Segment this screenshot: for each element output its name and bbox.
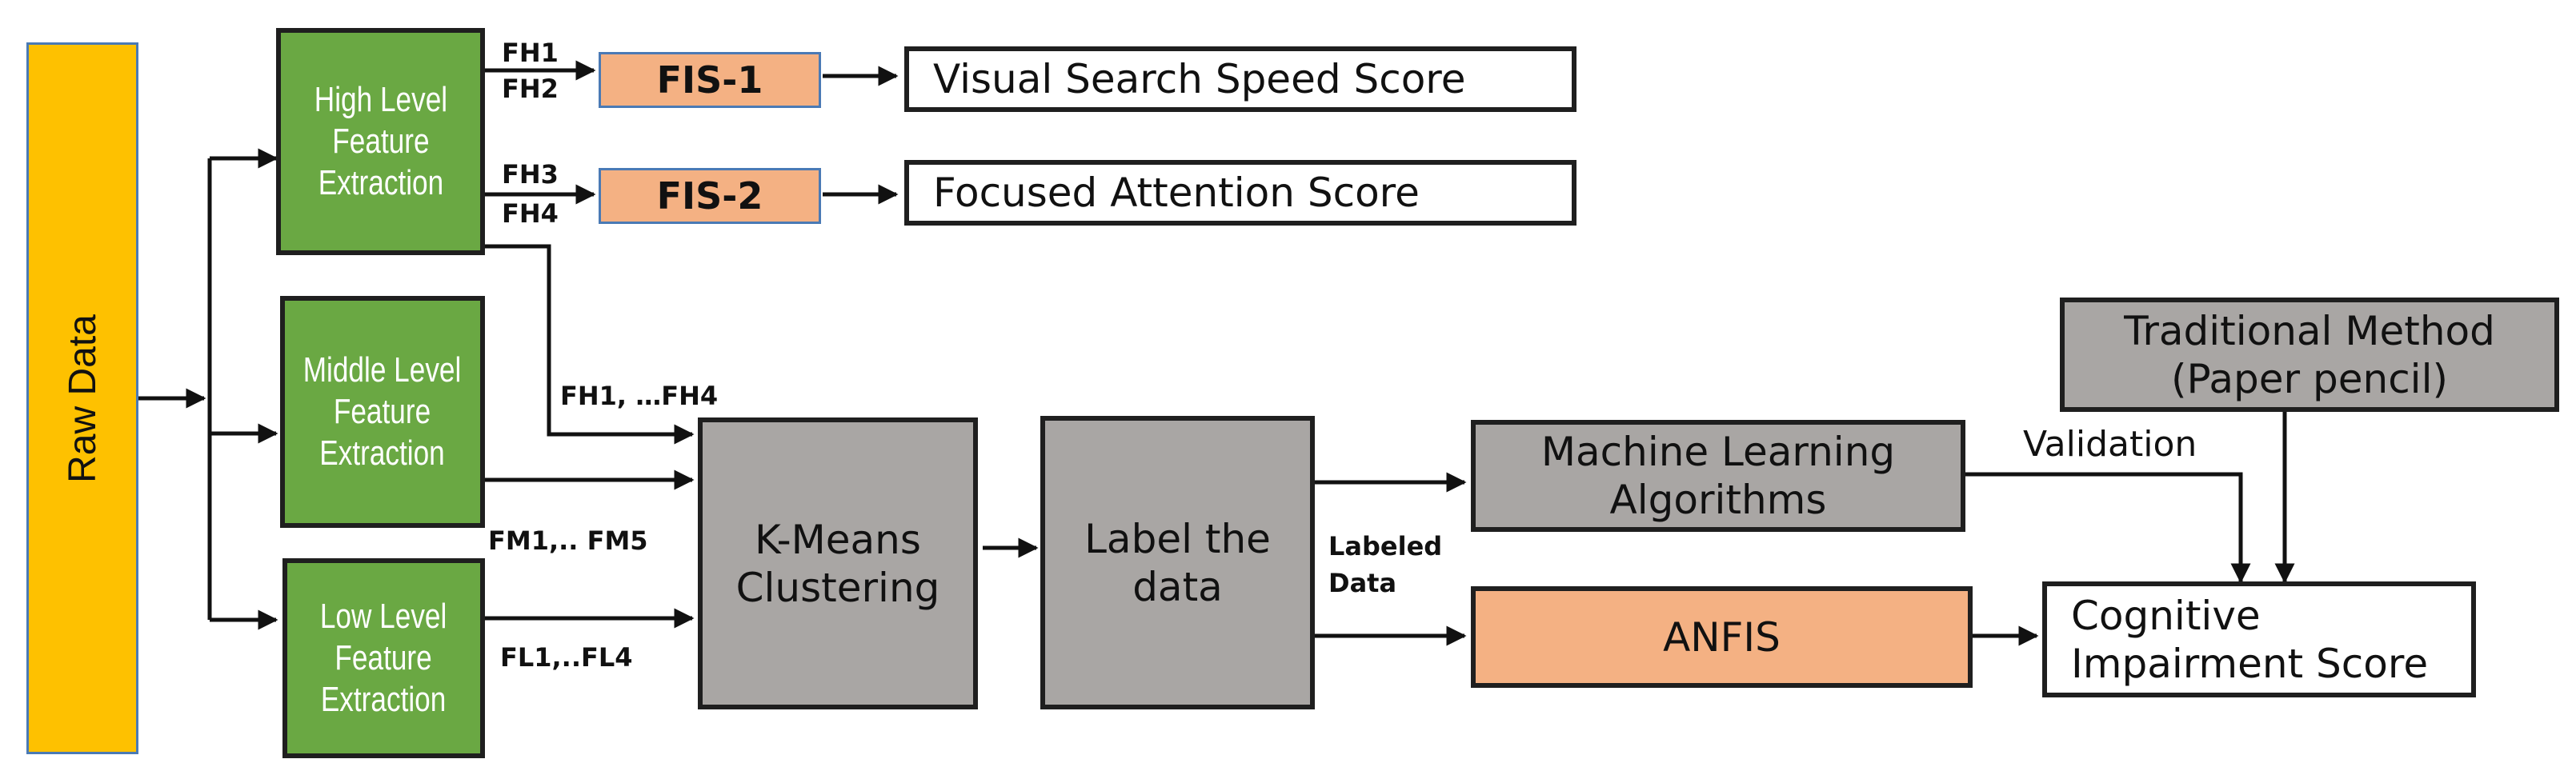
edge-label-validation: Validation bbox=[2023, 424, 2197, 465]
middle-level-feature-label: Middle Level Feature Extraction bbox=[303, 350, 462, 473]
label-the-data-label: Label the data bbox=[1084, 515, 1271, 610]
anfis-label: ANFIS bbox=[1663, 613, 1781, 661]
fis2-node: FIS-2 bbox=[599, 168, 821, 224]
label-the-data-node: Label the data bbox=[1040, 416, 1315, 709]
focused-attention-label: Focused Attention Score bbox=[933, 170, 1420, 216]
edge-label-fm-range: FM1,.. FM5 bbox=[488, 525, 648, 556]
edge-label-fh-range: FH1, …FH4 bbox=[560, 381, 719, 411]
edge-label-fl-range: FL1,..FL4 bbox=[500, 642, 633, 673]
traditional-method-label: Traditional Method (Paper pencil) bbox=[2124, 307, 2495, 402]
low-level-feature-node: Low Level Feature Extraction bbox=[282, 558, 485, 758]
edge-label-labeled-data: Labeled Data bbox=[1328, 531, 1443, 598]
raw-data-label: Raw Data bbox=[61, 314, 104, 483]
fis2-label: FIS-2 bbox=[656, 174, 763, 218]
high-level-feature-label: High Level Feature Extraction bbox=[314, 80, 447, 202]
machine-learning-label: Machine Learning Algorithms bbox=[1540, 429, 1896, 523]
high-level-feature-node: High Level Feature Extraction bbox=[276, 28, 485, 255]
machine-learning-node: Machine Learning Algorithms bbox=[1471, 420, 1965, 532]
raw-data-node: Raw Data bbox=[26, 42, 138, 754]
traditional-method-node: Traditional Method (Paper pencil) bbox=[2060, 298, 2559, 412]
focused-attention-node: Focused Attention Score bbox=[904, 160, 1576, 226]
edge-ml-to-cognitive bbox=[1965, 472, 2251, 584]
middle-level-feature-node: Middle Level Feature Extraction bbox=[280, 296, 485, 528]
fis1-node: FIS-1 bbox=[599, 52, 821, 108]
kmeans-clustering-node: K-Means Clustering bbox=[698, 417, 978, 709]
visual-search-speed-node: Visual Search Speed Score bbox=[904, 46, 1576, 112]
edge-label-fh4: FH4 bbox=[502, 198, 559, 229]
edge-high-to-kmeans bbox=[485, 244, 695, 445]
edge-label-fh2: FH2 bbox=[502, 74, 559, 104]
anfis-node: ANFIS bbox=[1471, 586, 1973, 688]
edge-label-fh1: FH1 bbox=[502, 38, 559, 68]
cognitive-impairment-label: Cognitive Impairment Score bbox=[2071, 592, 2429, 687]
low-level-feature-label: Low Level Feature Extraction bbox=[320, 597, 447, 719]
kmeans-clustering-label: K-Means Clustering bbox=[735, 516, 940, 611]
visual-search-speed-label: Visual Search Speed Score bbox=[933, 56, 1466, 102]
cognitive-impairment-node: Cognitive Impairment Score bbox=[2042, 581, 2476, 697]
edge-label-fh3: FH3 bbox=[502, 159, 559, 190]
fis1-label: FIS-1 bbox=[656, 58, 763, 102]
